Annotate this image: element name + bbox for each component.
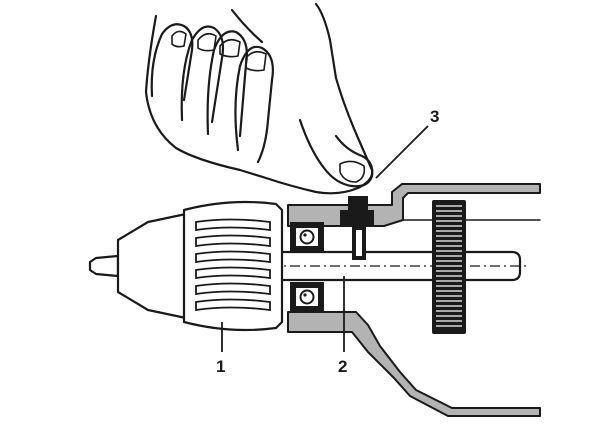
callout-label-3: 3	[430, 107, 439, 126]
chuck-grip-rib	[195, 282, 271, 296]
callout-label-2: 2	[338, 357, 347, 376]
chuck-grip-rib	[195, 250, 271, 264]
chuck-grip-rib	[195, 298, 271, 312]
chuck-grip-rib	[195, 266, 271, 280]
keyless-chuck	[88, 200, 284, 332]
housing-outline	[401, 183, 541, 221]
spur-gear	[432, 200, 466, 334]
callout-label-1: 1	[216, 357, 225, 376]
housing-lower	[287, 311, 541, 417]
bearing-lower	[290, 282, 324, 312]
spindle-lock-button	[340, 196, 374, 260]
hand-pressing-icon	[144, 2, 374, 195]
chuck-grip-rib	[195, 218, 271, 232]
bearing-upper	[290, 222, 324, 252]
chuck-grip-rib	[195, 234, 271, 248]
leader-line-3	[375, 125, 429, 179]
